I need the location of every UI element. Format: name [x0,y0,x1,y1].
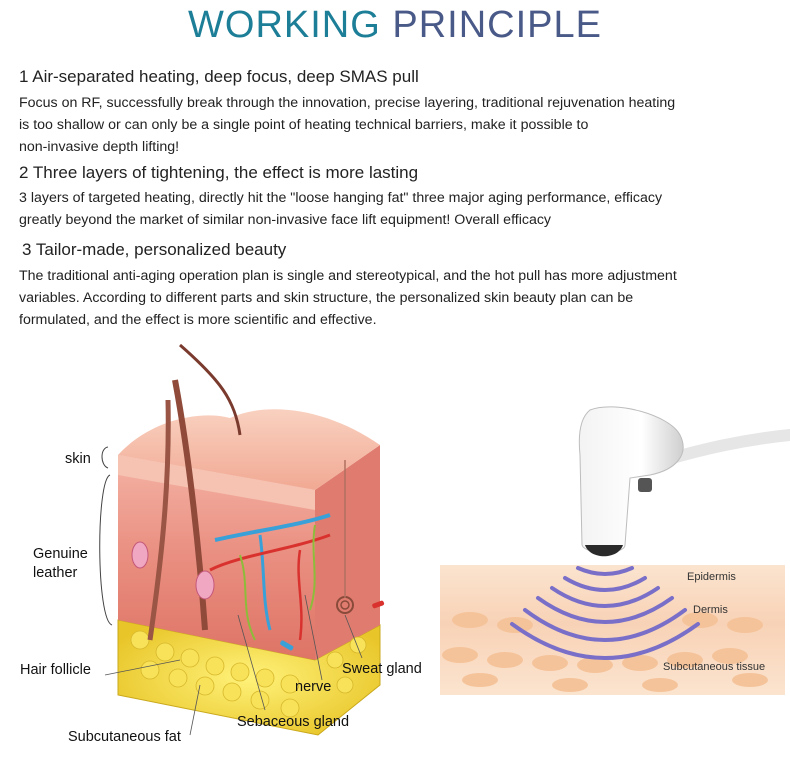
section-1-text: Focus on RF, successfully break through … [19,92,779,158]
section-2-line-2: greatly beyond the market of similar non… [19,212,552,228]
section-3-line-2: variables. According to different parts … [19,290,634,306]
label-hair-follicle: Hair follicle [20,662,91,678]
section-1-line-3: non-invasive depth lifting! [19,139,180,155]
label-epidermis: Epidermis [687,571,736,583]
section-3-heading: 3 Tailor-made, personalized beauty [22,240,287,259]
section-1-heading: 1 Air-separated heating, deep focus, dee… [19,67,419,86]
page-title: WORKING PRINCIPLE [0,4,790,47]
label-sebaceous-gland: Sebaceous gland [237,714,350,730]
section-3-text: The traditional anti-aging operation pla… [19,265,779,331]
skin-block-illustration [99,343,385,736]
label-nerve: nerve [295,679,332,695]
title-part-working: WORKING [188,4,393,46]
label-sweat-gland: Sweat gland [342,661,422,677]
rf-handpiece-illustration [440,406,790,695]
label-genuine: Genuine [33,546,88,562]
title-part-principle: PRINCIPLE [392,4,602,46]
section-2-line-1: 3 layers of targeted heating, directly h… [19,190,663,206]
section-1-line-2: is too shallow or can only be a single p… [19,117,589,133]
label-skin: skin [65,451,91,467]
skin-cross-section-diagram: skin Genuine leather Hair follicle Subcu… [0,340,440,777]
label-dermis: Dermis [693,604,728,616]
section-3-line-1: The traditional anti-aging operation pla… [19,268,677,284]
label-subcutaneous-tissue: Subcutaneous tissue [663,661,766,673]
section-2-heading: 2 Three layers of tightening, the effect… [19,163,419,182]
label-subcutaneous-fat: Subcutaneous fat [68,729,181,745]
section-1-line-1: Focus on RF, successfully break through … [19,95,676,111]
device-penetration-diagram: Epidermis Dermis Subcutaneous tissue [430,380,790,710]
section-2-text: 3 layers of targeted heating, directly h… [19,187,779,231]
label-leather: leather [33,565,78,581]
section-3-line-3: formulated, and the effect is more scien… [19,312,377,328]
